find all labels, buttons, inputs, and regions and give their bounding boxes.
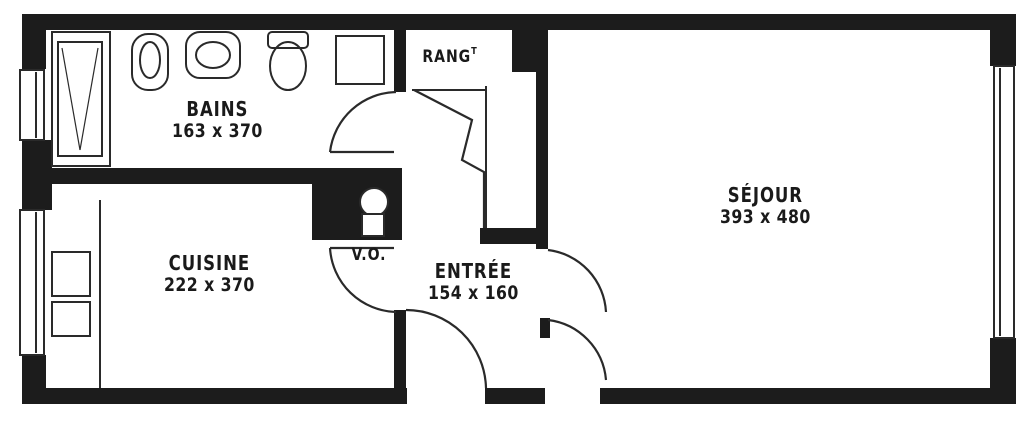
window-right (993, 65, 1015, 339)
bidet (131, 33, 169, 91)
door-bains (328, 90, 397, 153)
window-left-bottom (19, 209, 45, 356)
vo-label: V.O. (351, 245, 387, 266)
room-name: ENTRÉE (434, 259, 513, 283)
wall-right-bottom (990, 338, 1016, 404)
door-cuisine (328, 247, 397, 314)
room-name: RANG (422, 47, 472, 67)
window-left-top (19, 69, 45, 141)
room-sejour: SÉJOUR 393 x 480 (720, 184, 811, 229)
room-bains: BAINS 163 x 370 (172, 98, 263, 143)
bathtub (51, 31, 111, 167)
wall-left-bottom (22, 355, 46, 404)
stove (51, 251, 91, 297)
room-name: BAINS (186, 97, 249, 121)
room-name: SÉJOUR (727, 183, 803, 207)
room-cuisine: CUISINE 222 x 370 (164, 252, 255, 297)
wall-sejour-stub (540, 318, 550, 338)
fixtures (19, 31, 1015, 388)
room-dims: 154 x 160 (427, 282, 519, 304)
wall-right-top (990, 14, 1016, 66)
room-name: V.O. (351, 245, 387, 265)
room-rangement: RANGT (422, 46, 478, 68)
wall-left-top (22, 14, 46, 69)
door-sejour-2 (547, 318, 608, 381)
room-entree: ENTRÉE 154 x 160 (428, 260, 519, 305)
door-entree (405, 308, 488, 389)
wall-sejour-left (536, 14, 548, 249)
vo-circle (359, 187, 389, 217)
kitchen-sink (51, 301, 91, 337)
wall-bottom-right (600, 388, 1016, 404)
wall-cuisine-entry (394, 310, 406, 404)
wall-bains-entry (394, 14, 406, 92)
bathtub-inner (57, 41, 103, 157)
door-rangement (413, 89, 486, 228)
door-sejour (547, 248, 608, 313)
wall-bains-cuisine (46, 168, 396, 184)
room-dims: 222 x 370 (163, 274, 255, 296)
sink (185, 31, 241, 79)
washer (335, 35, 385, 85)
room-name: CUISINE (168, 251, 251, 275)
toilet-tank (267, 31, 309, 49)
room-name-sup: T (471, 46, 478, 57)
room-dims: 393 x 480 (719, 206, 811, 228)
room-dims: 163 x 370 (171, 120, 263, 142)
walls (22, 14, 1016, 404)
toilet-bowl (269, 41, 307, 91)
wall-bottom-left (22, 388, 407, 404)
doors (328, 89, 608, 389)
wall-rang-bottom (480, 228, 548, 244)
wall-bottom-mid (485, 388, 545, 404)
